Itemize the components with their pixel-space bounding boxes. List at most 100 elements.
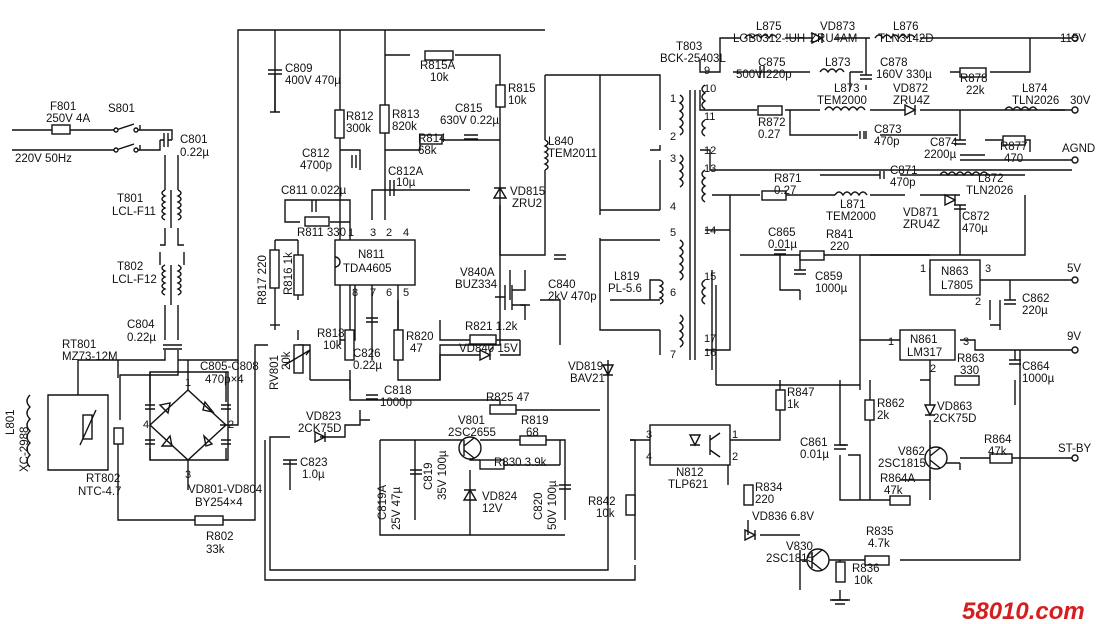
output-115v: 115V [1060, 33, 1086, 45]
label-vd871-value: ZRU4Z [903, 219, 940, 231]
label-c819: C819 [423, 463, 435, 491]
label-r842: R842 [588, 496, 616, 508]
label-r864a-value: 47k [884, 485, 903, 497]
label-c801-value: 0.22µ [180, 147, 209, 159]
reg-n861-pin-3: 3 [963, 336, 969, 348]
label-c826: C826 [353, 348, 381, 360]
label-c878-value: 160V 330µ [876, 69, 932, 81]
label-r820: R820 [406, 331, 434, 343]
label-rv801: RV801 [269, 355, 281, 390]
reg-n863-pin-2: 2 [975, 296, 981, 308]
label-c815: C815 [455, 103, 483, 115]
label-ic-n811: N811 [358, 249, 385, 261]
t803-pin-6: 6 [670, 287, 676, 299]
label-v862: V862 [898, 446, 925, 458]
label-bridge-caps-value: 470p×4 [205, 374, 244, 386]
label-c864-value: 1000µ [1022, 373, 1055, 385]
label-l873-value: TEM2000 [817, 95, 867, 107]
label-r877-value: 470 [1004, 153, 1023, 165]
label-c809: C809 [285, 63, 313, 75]
label-r872-value: 0.27 [758, 129, 780, 141]
ic-pin-6: 6 [386, 287, 392, 299]
label-r819: R819 [521, 415, 549, 427]
label-c820: C820 [533, 493, 545, 521]
label-rt802-value: NTC-4.7 [78, 486, 121, 498]
label-vd819-value: BAV21 [570, 373, 605, 385]
label-f801-value: 250V 4A [46, 113, 90, 125]
label-bridge-diodes-value: BY254×4 [195, 497, 243, 509]
label-c861: C861 [800, 437, 828, 449]
label-c819-value: 35V 100µ [437, 450, 449, 500]
label-r821: R821 1.2k [465, 321, 518, 333]
label-vd823-value: 2CK75D [298, 423, 341, 435]
label-r862-value: 2k [877, 410, 889, 422]
label-n863: N863 [941, 266, 969, 278]
label-t802-value: LCL-F12 [112, 274, 157, 286]
label-vd824: VD824 [482, 491, 518, 503]
label-t801: T801 [117, 193, 143, 205]
label-c804: C804 [127, 319, 155, 331]
label-l871: L871 [840, 199, 866, 211]
t803-pin-10: 10 [704, 83, 716, 95]
label-c872: C872 [962, 211, 990, 223]
ic-pin-2: 2 [386, 227, 392, 239]
label-r872: R872 [758, 117, 786, 129]
label-r812-value: 300k [346, 123, 371, 135]
label-c874-value: 2200µ [924, 149, 957, 161]
label-r871-value: 0.27 [774, 185, 796, 197]
ic-pin-8: 8 [352, 287, 358, 299]
label-r836: R836 [852, 563, 880, 575]
ic-pin-1: 1 [348, 227, 354, 239]
label-l840: L840 [548, 136, 574, 148]
label-v840a-value: BUZ334 [455, 279, 498, 291]
label-c859-value: 1000µ [815, 283, 848, 295]
label-l801-value: XC-2988 [19, 427, 31, 472]
label-r864: R864 [984, 434, 1012, 446]
label-c811: C811 0.022µ [281, 185, 347, 197]
label-rt802: RT802 [86, 473, 120, 485]
label-rv801-value: 20k [281, 351, 293, 370]
label-r814-value: 68k [418, 145, 437, 157]
label-v830: V830 [786, 541, 813, 553]
t803-pin-1: 1 [670, 93, 676, 105]
output-agnd: AGND [1062, 143, 1095, 155]
label-c878: C878 [880, 57, 908, 69]
label-c804-value: 0.22µ [127, 332, 156, 344]
output-30v: 30V [1070, 95, 1091, 107]
label-vd873: VD873 [820, 21, 855, 33]
label-c861-value: 0.01µ [800, 449, 829, 461]
label-c815-value: 630V 0.22µ [440, 115, 499, 127]
label-l874: L874 [1022, 83, 1048, 95]
label-s801: S801 [108, 103, 135, 115]
reg-n863-pin-1: 1 [920, 263, 926, 275]
label-r871: R871 [774, 173, 802, 185]
label-r814: R814 [418, 133, 446, 145]
ic-pin-4: 4 [403, 227, 409, 239]
label-l875-value: LGB0312-!UH [733, 33, 805, 45]
label-vd823: VD823 [306, 411, 341, 423]
label-bridge-caps: C805-C808 [200, 361, 259, 373]
label-r834-value: 220 [755, 494, 774, 506]
label-r819-value: 68 [526, 427, 539, 439]
opto-pin-1: 1 [732, 429, 738, 441]
label-c862: C862 [1022, 293, 1050, 305]
label-r815: R815 [508, 83, 536, 95]
label-c840: C840 [548, 279, 576, 291]
label-vd815: VD815 [510, 186, 545, 198]
label-l872-value: TLN2026 [966, 185, 1013, 197]
output-9v: 9V [1067, 331, 1081, 343]
opto-pin-4: 4 [646, 451, 652, 463]
label-v801-value: 2SC2655 [448, 427, 496, 439]
label-r818-value: 10k [323, 340, 342, 352]
label-r818: R818 [317, 328, 345, 340]
reg-n861-pin-1: 1 [888, 336, 894, 348]
label-r813-value: 820k [392, 121, 417, 133]
opto-pin-2: 2 [732, 451, 738, 463]
label-r816: R816 1k [283, 252, 295, 295]
label-c818-value: 1000p [380, 397, 412, 409]
label-bridge-pin4: 4 [143, 419, 149, 431]
label-t803-model: BCK-25403L [660, 53, 726, 65]
watermark-logo: 58010.com [962, 598, 1085, 624]
t803-pin-16: 16 [704, 347, 716, 359]
